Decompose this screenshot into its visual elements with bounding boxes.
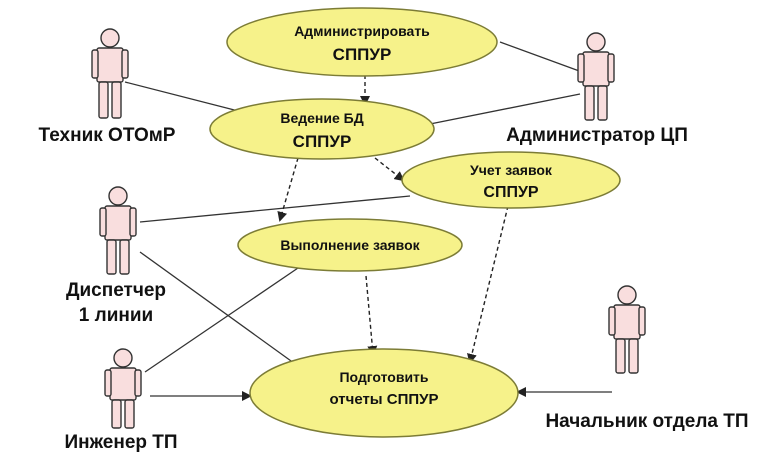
usecase-execution[interactable]: Выполнение заявок [237,218,463,272]
usecase-db[interactable]: Ведение БД СППУР [209,98,435,160]
usecase-db-label-1: Ведение БД [280,110,363,126]
association-lines [124,41,612,401]
assoc-dispatcher-requests [139,195,411,223]
assoc-admin-db [429,93,581,125]
actor-admin-cp[interactable]: Администратор ЦП [506,32,688,146]
assoc-technician-db [124,81,251,115]
dep-requests-reports [467,205,509,364]
actor-admin-cp-label: Администратор ЦП [506,125,688,146]
usecase-reports-label-2: отчеты СППУР [329,391,438,408]
assoc-dispatcher-reports [139,251,299,367]
actor-engineer[interactable]: Инженер ТП [64,348,178,453]
actor-dispatcher-label-2: 1 линии [79,305,153,326]
usecase-db-label-2: СППУР [293,132,352,151]
usecase-administer[interactable]: Администрировать СППУР [226,7,498,77]
assoc-engineer-execution [144,267,299,373]
actor-dispatcher-label-1: Диспетчер [66,280,166,301]
usecase-requests-label-2: СППУР [483,184,539,201]
actor-engineer-label: Инженер ТП [64,432,177,453]
actor-dispatcher[interactable]: Диспетчер 1 линии [66,186,166,326]
usecase-requests[interactable]: Учет заявок СППУР [401,151,621,209]
dep-db-requests [374,157,405,182]
usecase-execution-label: Выполнение заявок [280,237,420,253]
dep-db-execution [277,157,299,222]
assoc-admin-administer [499,41,583,73]
actor-chief[interactable]: Начальник отдела ТП [545,285,749,432]
actor-technician-icon [91,28,129,119]
usecase-administer-label-1: Администрировать [294,23,430,39]
actor-admin-cp-icon [577,32,615,121]
actor-technician-label: Техник ОТОмР [39,125,176,146]
actor-technician[interactable]: Техник ОТОмР [39,28,176,146]
dep-execution-reports [365,275,378,356]
dependency-lines [277,75,509,364]
actor-chief-label: Начальник отдела ТП [545,411,748,432]
usecase-reports-label-1: Подготовить [339,369,428,385]
usecase-requests-label-1: Учет заявок [470,162,553,178]
usecase-reports[interactable]: Подготовить отчеты СППУР [249,348,519,438]
usecase-administer-label-2: СППУР [333,45,392,64]
actor-dispatcher-icon [99,186,137,275]
actor-chief-icon [608,285,646,374]
actor-engineer-icon [104,348,142,429]
